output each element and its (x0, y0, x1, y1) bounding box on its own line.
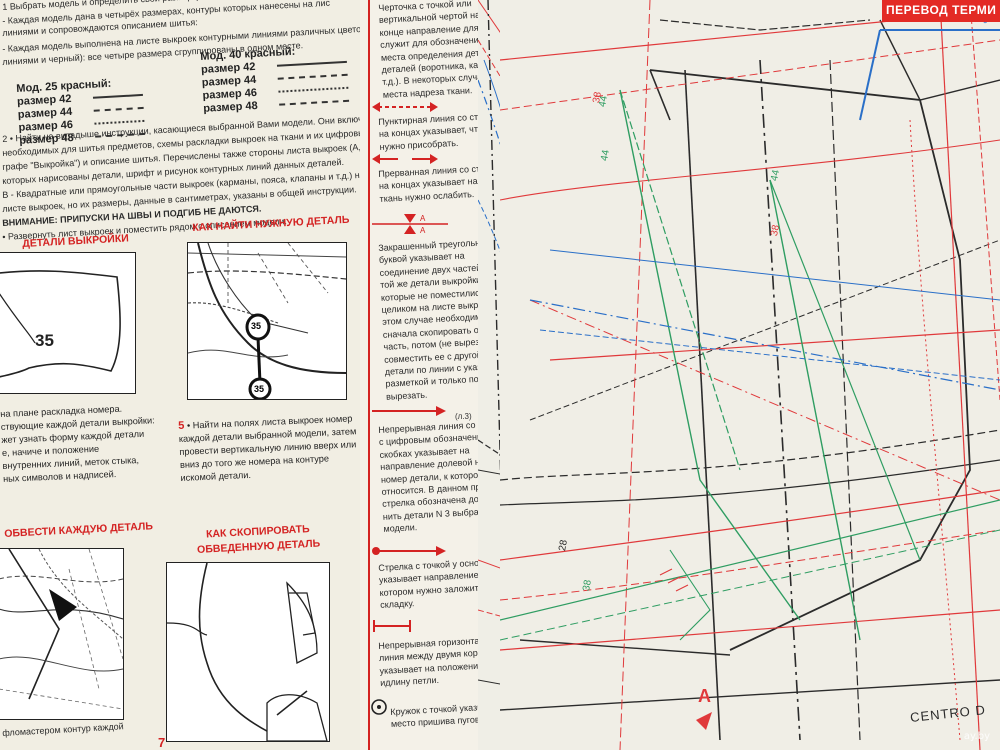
legend-text-dashed: Пунктирная линия со стрел на концах указ… (378, 110, 490, 153)
find-detail-illustration: 35 35 (187, 242, 347, 400)
copy-detail-illustration (166, 562, 330, 742)
line-sample (279, 99, 350, 106)
instruction-page: 1 Выбрать модель и определить свой разме… (0, 0, 370, 750)
legend-text-button: Кружок с точкой указывает место пришива … (390, 700, 490, 731)
size-number-red: 38 (769, 223, 783, 238)
pattern-sheet: 44 44 44 38 38 28 38 A B5 CENTRO D (500, 0, 1000, 750)
line-sample (92, 93, 143, 99)
legend-text-pleat: Стрелка с точкой у основа указывает напр… (378, 556, 490, 611)
piece-letter: A (698, 686, 711, 706)
line-sample (276, 60, 347, 67)
step-number: 5 (178, 419, 185, 432)
step-5-text: 5 • Найти на полях листа выкроек номер к… (178, 412, 358, 485)
line-symbols-legend: Черточка с точкой или вертикальной черто… (360, 0, 490, 750)
svg-text:A: A (420, 226, 426, 235)
line-sample (94, 119, 145, 125)
buttonhole-icon (373, 620, 411, 632)
button-icon (371, 699, 387, 715)
pattern-detail-illustration: 35 (0, 252, 136, 394)
svg-text:A: A (420, 214, 426, 223)
size-label: размер 48 (202, 99, 258, 115)
legend-text-buttonhole: Непрерывная горизонтальн линия между дву… (378, 634, 490, 690)
legend-red-rule (368, 0, 370, 750)
size-number-green: 44 (769, 168, 783, 183)
legend-text-grainline: Непрерывная линия со стр с цифровым обоз… (378, 418, 490, 536)
legend-text-triangles: Закрашенный треугольник буквой указывает… (378, 236, 490, 403)
broken-arrows-icon (372, 154, 438, 164)
grainline-arrow-icon (372, 406, 446, 416)
line-sample (277, 73, 348, 80)
legend-text-dot-line: Черточка с точкой или вертикальной черто… (378, 0, 490, 101)
pattern-piece-drawing (0, 270, 121, 378)
size-number-red: 38 (581, 579, 594, 592)
dashed-arrows-icon (372, 102, 438, 112)
dot-arrow-icon (372, 546, 446, 556)
pattern-sheet-drawing (188, 243, 346, 399)
line-sample (278, 86, 349, 93)
circle-number: 35 (254, 384, 265, 394)
size-number-red: 38 (591, 91, 604, 104)
grainline-ref-label: (л.3) (455, 412, 472, 421)
pattern-piece-number: 35 (35, 331, 54, 350)
traced-sheet-drawing (0, 549, 123, 710)
triangles-icon: A A (372, 214, 448, 235)
header-strip: ПЕРЕВОД ТЕРМИ (882, 0, 1000, 22)
pattern-lines (500, 0, 1000, 750)
bottom-note: фломастером контур каждой (2, 721, 124, 738)
watermark: ay.by (963, 731, 990, 742)
circle-number: 35 (251, 321, 262, 331)
step-7-number: 7 (158, 735, 166, 750)
size-table-model-40: Мод. 40 красный: размер 42 размер 44 раз… (200, 42, 350, 115)
size-number-green: 44 (599, 149, 612, 162)
note-numbers: на плане раскладка номера. ствующие кажд… (0, 401, 157, 486)
heading-trace-detail: ОБВЕСТИ КАЖДУЮ ДЕТАЛЬ (4, 520, 154, 540)
heading-copy-detail: КАК СКОПИРОВАТЬ ОБВЕДЕННУЮ ДЕТАЛЬ (196, 522, 321, 558)
header-strip-title: ПЕРЕВОД ТЕРМИ (886, 3, 997, 17)
legend-text-broken: Прерванная линия со стрел на концах указ… (378, 162, 490, 205)
grain-number: 28 (557, 539, 570, 552)
copy-drawing (167, 563, 328, 741)
trace-detail-illustration (0, 548, 124, 720)
line-sample (93, 106, 144, 112)
